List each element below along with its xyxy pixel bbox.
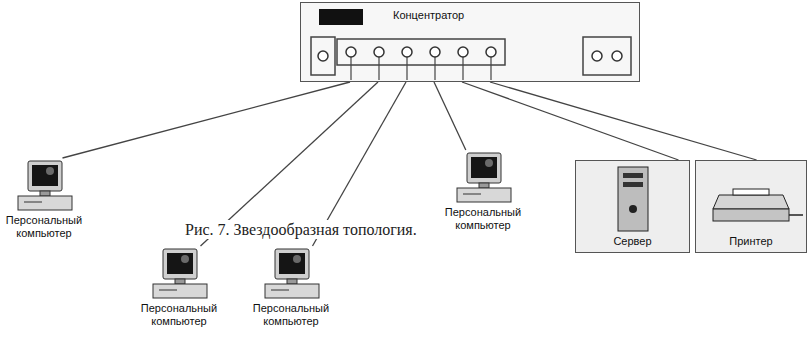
printer-icon bbox=[697, 161, 805, 235]
hub-label: Концентратор bbox=[393, 9, 464, 22]
network-cable bbox=[62, 82, 350, 158]
figure-caption: Рис. 7. Звездообразная топология. bbox=[182, 220, 420, 239]
network-cable bbox=[490, 82, 757, 160]
pc-node: Персональный компьютер bbox=[136, 246, 222, 328]
network-cable bbox=[434, 82, 466, 150]
device-label: Принтер bbox=[696, 235, 806, 248]
hub-panel bbox=[301, 3, 638, 80]
pc-icon bbox=[12, 158, 76, 214]
hub-box: Концентратор bbox=[300, 2, 640, 82]
device-label: Персональный компьютер bbox=[2, 214, 86, 240]
device-label: Персональный компьютер bbox=[248, 302, 334, 328]
pc-icon bbox=[259, 246, 323, 302]
pc-node: Персональный компьютер bbox=[2, 158, 86, 240]
pc-icon bbox=[451, 150, 515, 206]
printer-node: Принтер bbox=[695, 160, 807, 253]
device-label: Персональный компьютер bbox=[440, 206, 526, 232]
server-icon bbox=[578, 161, 688, 235]
pc-node: Персональный компьютер bbox=[440, 150, 526, 232]
pc-node: Персональный компьютер bbox=[248, 246, 334, 328]
device-label: Сервер bbox=[576, 235, 689, 248]
device-label: Персональный компьютер bbox=[136, 302, 222, 328]
pc-icon bbox=[147, 246, 211, 302]
network-cable bbox=[462, 82, 679, 160]
server-node: Сервер bbox=[575, 160, 690, 253]
